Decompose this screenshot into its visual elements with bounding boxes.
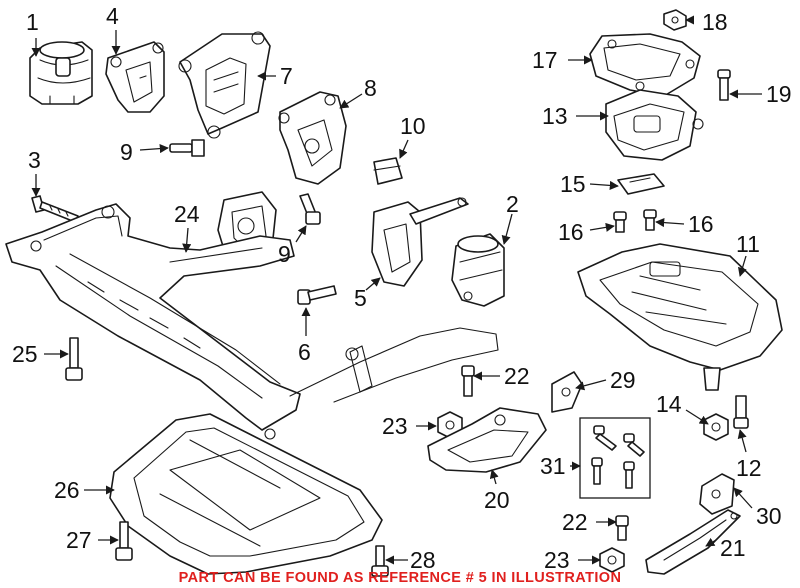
- bolt-part-12: [733, 395, 749, 429]
- bumper-part-10: [373, 157, 403, 185]
- callout-31: 31: [540, 453, 566, 479]
- callout-28: 28: [410, 547, 436, 573]
- callout-23-lower: 23: [544, 547, 570, 573]
- callout-8: 8: [364, 75, 377, 101]
- bolt-part-25: [65, 337, 83, 381]
- bracket-part-29: [551, 371, 583, 413]
- crossmember-part-11: [577, 243, 783, 391]
- bracket-part-5: [371, 197, 469, 287]
- engine-mount-part-1: [29, 41, 93, 105]
- bracket-part-17: [589, 33, 701, 97]
- callout-16-right: 16: [688, 211, 714, 237]
- callout-18: 18: [702, 9, 728, 35]
- callout-14: 14: [656, 391, 682, 417]
- callout-19: 19: [766, 81, 792, 107]
- callout-2: 2: [506, 191, 519, 217]
- callout-29: 29: [610, 367, 636, 393]
- bracket-part-30: [699, 473, 735, 515]
- bolt-part-16-left: [613, 211, 627, 233]
- callout-16-left: 16: [558, 219, 584, 245]
- bolt-part-19: [717, 69, 731, 101]
- callout-24: 24: [174, 201, 200, 227]
- bolt-part-22-lower: [615, 515, 629, 541]
- callout-22-lower: 22: [562, 509, 588, 535]
- callout-23-upper: 23: [382, 413, 408, 439]
- callout-1: 1: [26, 9, 39, 35]
- callout-9-upper: 9: [120, 139, 133, 165]
- callout-27: 27: [66, 527, 92, 553]
- callout-22-upper: 22: [504, 363, 530, 389]
- callout-15: 15: [560, 171, 586, 197]
- bolt-part-9-upper: [169, 139, 205, 157]
- callout-26: 26: [54, 477, 80, 503]
- subframe-crossmember: [5, 203, 499, 440]
- bolt-part-3: [31, 195, 79, 223]
- bracket-part-4: [105, 41, 165, 113]
- callout-13: 13: [542, 103, 568, 129]
- callout-leaders: [31, 15, 762, 565]
- callout-4: 4: [106, 3, 119, 29]
- reference-note: PART CAN BE FOUND AS REFERENCE # 5 IN IL…: [178, 570, 622, 586]
- callout-3: 3: [28, 147, 41, 173]
- callout-21: 21: [720, 535, 746, 561]
- bolt-part-27: [115, 521, 133, 561]
- bolt-part-28: [371, 545, 389, 577]
- bolt-part-22-upper: [461, 365, 475, 397]
- callout-10: 10: [400, 113, 426, 139]
- engine-mount-part-2: [451, 233, 505, 307]
- callout-30: 30: [756, 503, 782, 529]
- mount-bracket-part-7: [178, 31, 271, 139]
- callout-17: 17: [532, 47, 558, 73]
- bolt-part-6: [297, 285, 337, 305]
- callout-numbers: 1 4 7 8 9 10 3 9 24 2 5 6 25 18 17 19 13…: [12, 3, 792, 573]
- bracket-part-20: [427, 407, 547, 473]
- bracket-part-21: [645, 509, 741, 575]
- callout-12: 12: [736, 455, 762, 481]
- bolt-part-9-lower: [299, 193, 321, 225]
- callout-7: 7: [280, 63, 293, 89]
- nut-part-14: [703, 413, 729, 441]
- bracket-part-15: [617, 173, 665, 195]
- callout-20: 20: [484, 487, 510, 513]
- bracket-part-8: [278, 91, 347, 185]
- callout-11: 11: [736, 231, 760, 257]
- callout-9-lower: 9: [278, 241, 291, 267]
- callout-5: 5: [354, 285, 367, 311]
- bolt-part-16-right: [643, 209, 657, 231]
- nut-part-18: [663, 9, 687, 31]
- callout-25: 25: [12, 341, 38, 367]
- nut-part-23-lower: [599, 547, 625, 573]
- callout-6: 6: [298, 339, 311, 365]
- hardware-kit-part-31: [579, 417, 651, 499]
- transmission-mount-part-13: [605, 89, 704, 161]
- skid-plate-part-26: [109, 413, 383, 575]
